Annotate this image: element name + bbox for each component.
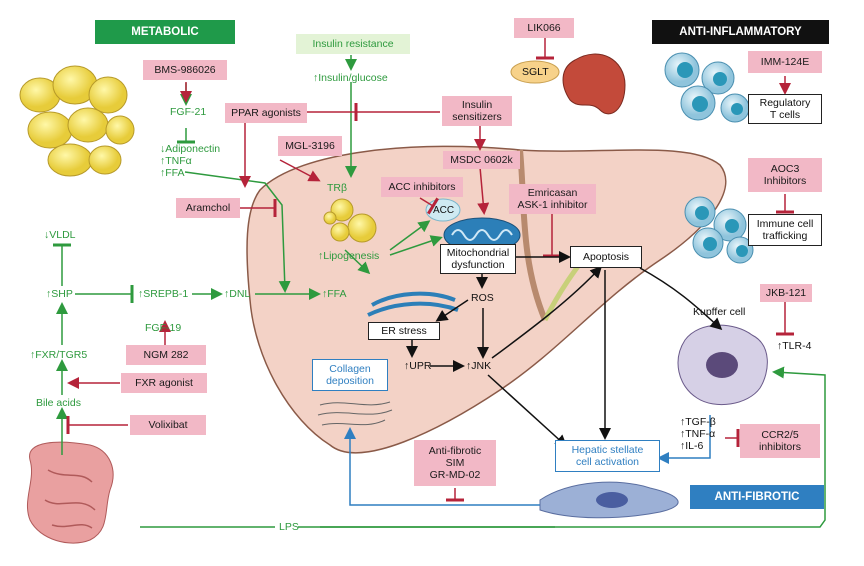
drug-ccr2-5-inhibitors: CCR2/5 inhibitors bbox=[740, 424, 820, 458]
drug-aoc3-inhibitors: AOC3 Inhibitors bbox=[748, 158, 822, 192]
immune-cells-illustration bbox=[684, 196, 754, 264]
label-sglt: SGLT bbox=[522, 66, 549, 78]
kupffer-cell-illustration bbox=[677, 324, 768, 406]
label-upr: ↑UPR bbox=[404, 360, 432, 372]
label-lipogenesis: ↑Lipogenesis bbox=[318, 250, 380, 262]
drug-ngm-282: NGM 282 bbox=[126, 345, 206, 365]
label-bile-acids: Bile acids bbox=[36, 397, 81, 409]
adipocytes-illustration bbox=[19, 65, 135, 177]
stellate-cell-illustration bbox=[539, 481, 679, 519]
apoptosis-box: Apoptosis bbox=[570, 246, 642, 268]
collagen-fibers bbox=[317, 401, 393, 426]
lipid-droplets-illustration bbox=[323, 198, 377, 243]
label-cytokines: ↑TGF-β ↑TNF-α ↑IL-6 bbox=[680, 416, 716, 452]
label-kupffer-cell: Kupffer cell bbox=[693, 306, 746, 318]
label-ros: ROS bbox=[471, 292, 494, 304]
drug-volixibat: Volixibat bbox=[130, 415, 206, 435]
kidney-illustration bbox=[510, 53, 626, 115]
pathway-arrows bbox=[406, 251, 723, 448]
er-illustration bbox=[367, 291, 459, 317]
drug-emricasan-ask1: Emricasan ASK-1 inhibitor bbox=[509, 184, 596, 214]
er-stress-box: ER stress bbox=[368, 322, 440, 340]
label-fxr-tgr5: ↑FXR/TGR5 bbox=[30, 349, 88, 361]
label-acc: ACC bbox=[433, 205, 455, 216]
fibrosis-arrows bbox=[344, 415, 711, 506]
drug-lik066: LIK066 bbox=[514, 18, 574, 38]
drug-bms-986026: BMS-986026 bbox=[143, 60, 227, 80]
drug-arrows bbox=[66, 38, 794, 502]
drug-anti-fibrotic: Anti-fibrotic SIM GR-MD-02 bbox=[414, 440, 496, 486]
hepatic-stellate-activation-box: Hepatic stellate cell activation bbox=[555, 440, 660, 472]
collagen-deposition-box: Collagen deposition bbox=[312, 359, 388, 391]
header-anti-inflammatory: ANTI-INFLAMMATORY bbox=[652, 20, 829, 44]
label-ffa: ↑FFA bbox=[322, 288, 347, 300]
drug-fxr-agonist: FXR agonist bbox=[121, 373, 207, 393]
label-tr-beta: TRβ bbox=[327, 182, 348, 194]
metabolic-arrows bbox=[53, 55, 826, 528]
label-dnl: ↑DNL bbox=[224, 288, 251, 300]
label-adiponectin: ↓Adiponectin ↑TNFα ↑FFA bbox=[160, 143, 221, 179]
tcells-illustration bbox=[664, 52, 750, 123]
label-vldl: ↓VLDL bbox=[44, 229, 76, 241]
label-insulin-glucose: ↑Insulin/glucose bbox=[313, 72, 388, 84]
drug-msdc-0602k: MSDC 0602k bbox=[443, 151, 520, 169]
drug-ppar-agonists: PPAR agonists bbox=[225, 103, 307, 123]
insulin-resistance-box: Insulin resistance bbox=[296, 34, 410, 54]
mitochondrial-dysfunction-box: Mitochondrial dysfunction bbox=[440, 244, 516, 274]
drug-imm-124e: IMM-124E bbox=[748, 51, 822, 73]
label-shp: ↑SHP bbox=[46, 288, 73, 300]
drug-mgl-3196: MGL-3196 bbox=[278, 136, 342, 156]
drug-jkb-121: JKB-121 bbox=[760, 284, 812, 302]
label-lps: LPS bbox=[279, 521, 299, 533]
drug-acc-inhibitors: ACC inhibitors bbox=[381, 177, 463, 197]
immune-cell-trafficking-box: Immune cell trafficking bbox=[748, 214, 822, 246]
drug-aramchol: Aramchol bbox=[176, 198, 240, 218]
header-metabolic: METABOLIC bbox=[95, 20, 235, 44]
label-srepb1: ↑SREPB-1 bbox=[138, 288, 189, 300]
label-jnk: ↑JNK bbox=[466, 360, 492, 372]
intestine-illustration bbox=[26, 441, 114, 544]
regulatory-t-cells-box: Regulatory T cells bbox=[748, 94, 822, 124]
label-fgf19: FGF-19 bbox=[145, 322, 182, 334]
header-anti-fibrotic: ANTI-FIBROTIC bbox=[690, 485, 824, 509]
label-fgf21: FGF-21 bbox=[170, 106, 207, 118]
label-tlr4: ↑TLR-4 bbox=[777, 340, 812, 352]
drug-insulin-sensitizers: Insulin sensitizers bbox=[442, 96, 512, 126]
mitochondrion-illustration bbox=[443, 217, 521, 253]
